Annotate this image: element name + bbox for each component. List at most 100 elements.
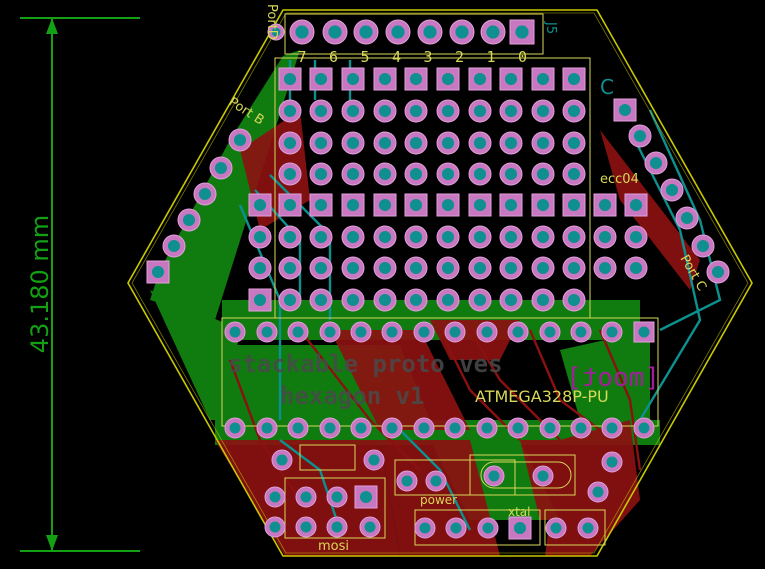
pad-drill [481,326,493,338]
pad-drill [355,422,367,434]
pad-drill [151,265,165,279]
board-title-line2: hexagon v1 [280,382,425,410]
pad-drill [283,136,297,150]
pad-drill [378,230,392,244]
header-pin-number: 0 [518,48,527,66]
ecc-label: ecc04 [600,172,639,187]
pad-drill [283,198,297,212]
pad-drill [331,491,343,503]
pcb-trace [648,109,722,332]
top-copper-zone [600,130,700,290]
pad-drill [269,491,281,503]
pad-drill [182,213,196,227]
pad-drill [449,422,461,434]
pad-drill [638,422,650,434]
pad-drill [409,72,423,86]
header-pin-number: 2 [455,48,464,66]
power-label: power [420,493,457,507]
pad-drill [504,104,518,118]
crystal-label: xtal [508,505,531,519]
resistor-outline [299,444,356,471]
pad-drill [696,239,710,253]
pad-drill [473,72,487,86]
pad-drill [328,25,342,39]
pad-drill [269,521,281,533]
pad-drill [359,490,373,504]
pad-drill [324,422,336,434]
pcb-trace [468,329,561,441]
pad-drill [271,27,281,37]
pad-drill [441,261,455,275]
pad-drill [386,326,398,338]
pad-drill [378,261,392,275]
j5-label: J5 [543,21,558,34]
pad-drill [473,198,487,212]
silkscreen-layer [221,13,659,546]
bottom-copper-zone [560,330,650,420]
pad-drill [567,167,581,181]
pad-drill [481,422,493,434]
pad-drill [283,293,297,307]
board-outline [127,9,753,557]
pad-drill [598,198,612,212]
pad-drill [283,72,297,86]
pcb-trace [628,129,702,421]
pad-drill [346,293,360,307]
pad-drill [567,104,581,118]
pad-drill [441,230,455,244]
j5-pad-1 [509,19,535,45]
pad-drill [606,456,618,468]
pad-drill [536,72,550,86]
pad-drill [550,522,562,534]
pad-drill [295,25,309,39]
pad-drill [441,136,455,150]
pad-drill [386,422,398,434]
pad-drill [441,293,455,307]
pad-drill [253,293,267,307]
pad-drill [378,167,392,181]
pad-drill [592,486,604,498]
pad-drill [449,326,461,338]
pad-drill [364,521,376,533]
pad-drill [536,293,550,307]
pad-drill [409,167,423,181]
pad-drill [512,422,524,434]
pcb-trace [598,329,642,471]
pad-drill [346,230,360,244]
pad-drill [292,422,304,434]
pad-drill [473,104,487,118]
pad-drill [711,265,725,279]
power-connector-outline [394,459,516,496]
pad-drill [314,72,328,86]
pad-drill [261,422,273,434]
pad-drill [504,167,518,181]
cap-outline [544,509,606,546]
header-j5-outline [284,13,544,55]
pad-drill [314,167,328,181]
pad-drill [633,129,647,143]
pad-drill [378,136,392,150]
pad-drill [198,187,212,201]
pad-drill [423,25,437,39]
pad-drill [486,25,500,39]
pad-drill [214,161,228,175]
pad-drill [606,326,618,338]
header-pin-number: 6 [329,48,338,66]
pad-drill [300,521,312,533]
header-pin-number: 4 [392,48,401,66]
pad-drill [292,326,304,338]
pad-drill [575,326,587,338]
pad-drill [300,491,312,503]
pad-drill [473,261,487,275]
pad-drill [409,230,423,244]
pcb-trace [228,359,301,501]
dimension-label: 43.180 mm [26,215,54,353]
pad-drill [378,198,392,212]
pad-drill [649,156,663,170]
pad-drill [537,470,549,482]
pad-drill [283,104,297,118]
header-pin-number: 5 [360,48,369,66]
pad-drill [391,25,405,39]
pad-drill [368,454,380,466]
pad-drill [536,261,550,275]
